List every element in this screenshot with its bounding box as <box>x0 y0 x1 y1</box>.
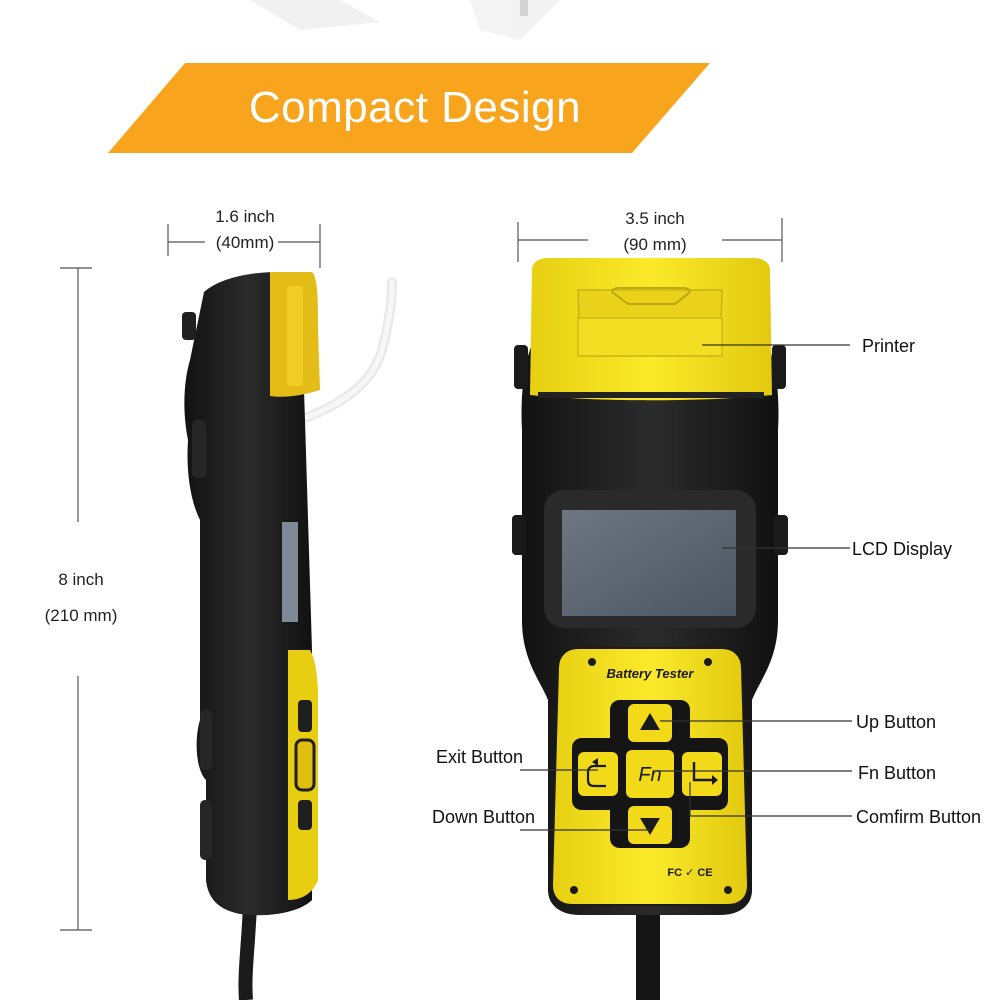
callout-up-button: Up Button <box>856 712 937 732</box>
height-value: 8 inch <box>58 570 104 589</box>
device-front-view: Fn Battery Tester FC ✓ CE <box>512 258 788 1000</box>
side-width-dimension: 1.6 inch (40mm) <box>190 204 300 256</box>
side-width-metric: (40mm) <box>215 233 275 252</box>
height-dimension: 8 inch (210 mm) <box>28 562 134 634</box>
up-arrow-icon <box>640 713 660 730</box>
front-width-value: 3.5 inch <box>625 209 685 228</box>
confirm-key <box>682 752 722 796</box>
callout-lines <box>520 344 852 831</box>
front-width-dim-lines <box>517 218 783 262</box>
callout-fn-button: Fn Button <box>858 763 937 783</box>
top-shadow-decor <box>250 0 560 40</box>
fn-key-label: Fn <box>638 764 661 786</box>
callout-printer: Printer <box>862 336 916 356</box>
banner-title: Compact Design <box>248 83 582 132</box>
front-width-metric: (90 mm) <box>623 235 687 254</box>
callout-exit-button: Exit Button <box>436 747 524 767</box>
exit-icon <box>586 764 606 788</box>
device-side-view <box>182 272 397 1000</box>
side-width-dim-lines <box>167 224 321 268</box>
banner-shape <box>108 63 710 153</box>
callout-lcd-display: LCD Display <box>852 539 953 559</box>
front-width-dimension: 3.5 inch (90 mm) <box>592 206 718 258</box>
height-metric: (210 mm) <box>44 606 118 625</box>
device-label: Battery Tester <box>607 666 695 681</box>
exit-key <box>578 752 618 796</box>
callout-confirm-button: Comfirm Button <box>856 807 982 827</box>
down-arrow-icon <box>640 818 660 835</box>
fn-key <box>626 750 674 798</box>
cert-marks: FC ✓ CE <box>667 867 712 879</box>
height-dim-lines <box>60 267 92 931</box>
side-width-value: 1.6 inch <box>215 207 275 226</box>
enter-icon <box>692 762 712 782</box>
callout-down-button: Down Button <box>432 807 536 827</box>
